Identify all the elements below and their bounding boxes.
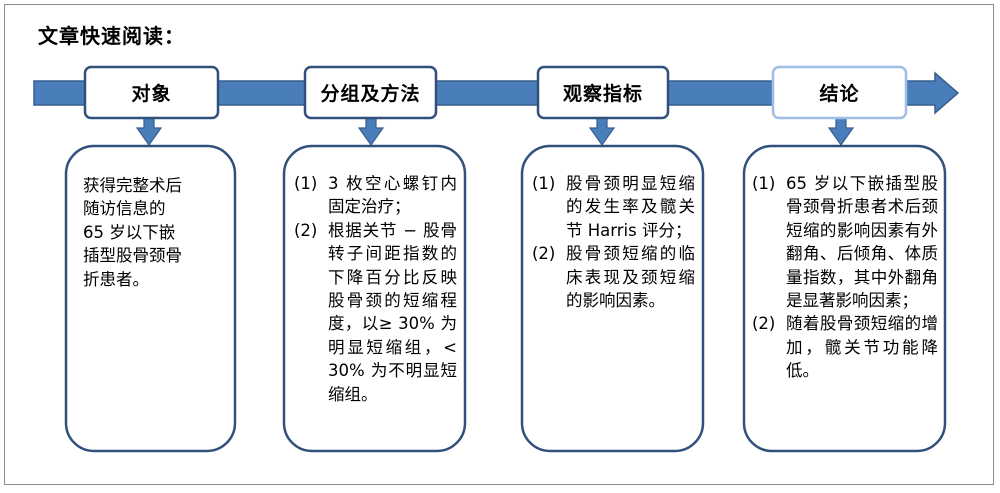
list-item: (1) 65 岁以下嵌插型股骨颈骨折患者术后颈短缩的影响因素有外翻角、后倾角、体… bbox=[752, 172, 938, 312]
down-arrow-1 bbox=[135, 117, 163, 147]
list-item: (2) 随着股骨颈短缩的增加，髋关节功能降低。 bbox=[752, 312, 938, 382]
item-text: 股骨颈短缩的临床表现及颈短缩的影响因素。 bbox=[566, 244, 695, 311]
down-arrow-4 bbox=[827, 117, 855, 147]
item-text: 65 岁以下嵌插型股骨颈骨折患者术后颈短缩的影响因素有外翻角、后倾角、体质量指数… bbox=[786, 174, 938, 311]
object-description: 获得完整术后 随访信息的 65 岁以下嵌 插型股骨颈骨 折患者。 bbox=[83, 176, 182, 289]
figure-frame bbox=[4, 4, 994, 485]
list-item: (1) 股骨颈明显短缩的发生率及髋关节 Harris 评分； bbox=[532, 172, 695, 242]
item-number: (1) bbox=[294, 174, 318, 193]
step-box-1 bbox=[83, 65, 220, 120]
down-arrow-2 bbox=[357, 117, 385, 147]
item-number: (2) bbox=[752, 314, 776, 334]
item-text: 股骨颈明显短缩的发生率及髋关节 Harris 评分； bbox=[566, 174, 695, 240]
detail-conclusion: (1) 65 岁以下嵌插型股骨颈骨折患者术后颈短缩的影响因素有外翻角、后倾角、体… bbox=[752, 172, 938, 383]
detail-observation-index: (1) 股骨颈明显短缩的发生率及髋关节 Harris 评分； (2) 股骨颈短缩… bbox=[532, 172, 695, 312]
step-box-3 bbox=[536, 65, 670, 120]
detail-box-4-outline bbox=[742, 144, 947, 453]
item-number: (2) bbox=[532, 244, 556, 264]
down-arrow-3 bbox=[588, 117, 616, 147]
list-item: (2) 股骨颈短缩的临床表现及颈短缩的影响因素。 bbox=[532, 242, 695, 312]
detail-grouping-method: (1) 3 枚空心螺钉内固定治疗； (2) 根据关节 − 股骨转子间距指数的下降… bbox=[294, 172, 457, 406]
step-title-conclusion: 结论 bbox=[819, 83, 860, 105]
item-number: (2) bbox=[294, 220, 318, 240]
step-box-4 bbox=[771, 65, 908, 120]
step-title-object: 对象 bbox=[131, 83, 172, 105]
detail-box-2-outline bbox=[282, 144, 467, 453]
list-item: (2) 根据关节 − 股骨转子间距指数的下降百分比反映股骨颈的短缩程度，以≥ 3… bbox=[294, 219, 457, 406]
item-text: 根据关节 − 股骨转子间距指数的下降百分比反映股骨颈的短缩程度，以≥ 30% 为… bbox=[328, 220, 457, 404]
step-title-grouping-method: 分组及方法 bbox=[320, 83, 421, 105]
page-title: 文章快速阅读： bbox=[38, 24, 185, 48]
step-title-observation-index: 观察指标 bbox=[562, 83, 643, 105]
step-box-2 bbox=[303, 65, 438, 120]
detail-object: 获得完整术后 随访信息的 65 岁以下嵌 插型股骨颈骨 折患者。 bbox=[83, 174, 223, 291]
detail-box-1-outline bbox=[64, 144, 237, 453]
item-number: (1) bbox=[752, 174, 776, 193]
item-number: (1) bbox=[532, 174, 556, 193]
item-text: 3 枚空心螺钉内固定治疗； bbox=[328, 174, 457, 217]
detail-box-3-outline bbox=[520, 144, 705, 453]
list-item: (1) 3 枚空心螺钉内固定治疗； bbox=[294, 172, 457, 219]
item-text: 随着股骨颈短缩的增加，髋关节功能降低。 bbox=[786, 314, 938, 381]
